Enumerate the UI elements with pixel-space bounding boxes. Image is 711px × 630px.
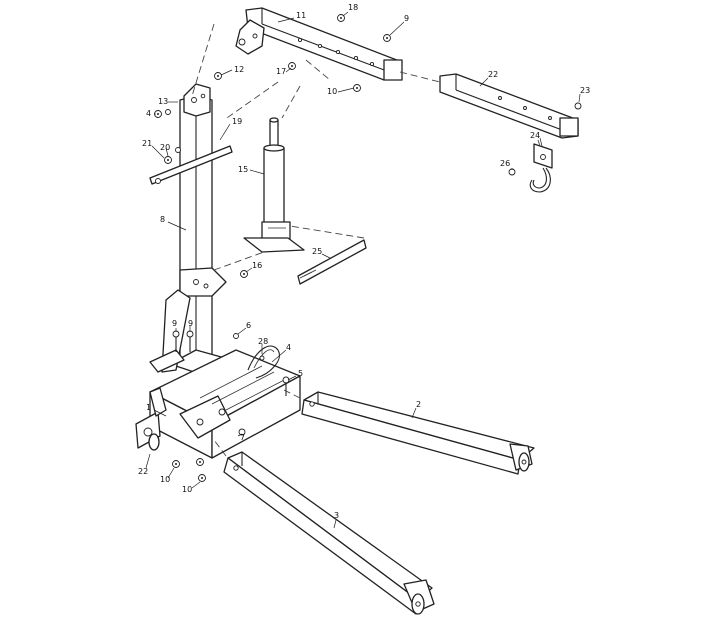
leader-lines bbox=[145, 11, 581, 529]
leg-right bbox=[301, 391, 535, 475]
label-part-9c: 9 bbox=[188, 319, 193, 328]
label-part-10b: 10 bbox=[160, 475, 170, 484]
label-part-10: 10 bbox=[327, 87, 337, 96]
label-part-10c: 10 bbox=[182, 485, 192, 494]
label-part-11: 11 bbox=[296, 11, 306, 20]
label-part-21: 21 bbox=[142, 139, 152, 148]
label-part-23: 23 bbox=[580, 86, 590, 95]
part-labels: 11 18 9 12 17 10 22 23 13 4 19 21 20 24 … bbox=[138, 3, 590, 520]
label-part-13: 13 bbox=[158, 97, 168, 106]
leg-left bbox=[223, 451, 435, 615]
label-part-26: 26 bbox=[500, 159, 510, 168]
boom-arm bbox=[235, 7, 403, 81]
label-part-17: 17 bbox=[276, 67, 286, 76]
pump-handle bbox=[297, 239, 367, 285]
boom-extension bbox=[439, 73, 582, 193]
chain-loop bbox=[247, 345, 280, 379]
label-part-28: 28 bbox=[258, 337, 268, 346]
label-part-4b: 4 bbox=[286, 343, 291, 352]
label-part-2: 2 bbox=[416, 400, 421, 409]
label-part-24: 24 bbox=[530, 131, 540, 140]
label-part-5: 5 bbox=[298, 369, 303, 378]
label-part-15: 15 bbox=[238, 165, 248, 174]
label-part-1: 1 bbox=[146, 403, 151, 412]
hydraulic-ram bbox=[243, 117, 305, 253]
base-frame bbox=[135, 349, 301, 459]
label-part-6: 6 bbox=[246, 321, 251, 330]
label-part-19: 19 bbox=[232, 117, 242, 126]
label-part-18: 18 bbox=[348, 3, 358, 12]
label-part-8: 8 bbox=[160, 215, 165, 224]
label-part-9b: 9 bbox=[172, 319, 177, 328]
label-part-7: 7 bbox=[240, 433, 245, 442]
label-part-25: 25 bbox=[312, 247, 322, 256]
label-part-22: 22 bbox=[488, 70, 498, 79]
label-part-20: 20 bbox=[160, 143, 170, 152]
fasteners bbox=[154, 14, 391, 482]
label-part-9: 9 bbox=[404, 14, 409, 23]
label-part-22b: 22 bbox=[138, 467, 148, 476]
label-part-3: 3 bbox=[334, 511, 339, 520]
label-part-16: 16 bbox=[252, 261, 262, 270]
assembly-lines bbox=[191, 23, 541, 457]
label-part-4: 4 bbox=[146, 109, 151, 118]
label-part-12: 12 bbox=[234, 65, 244, 74]
